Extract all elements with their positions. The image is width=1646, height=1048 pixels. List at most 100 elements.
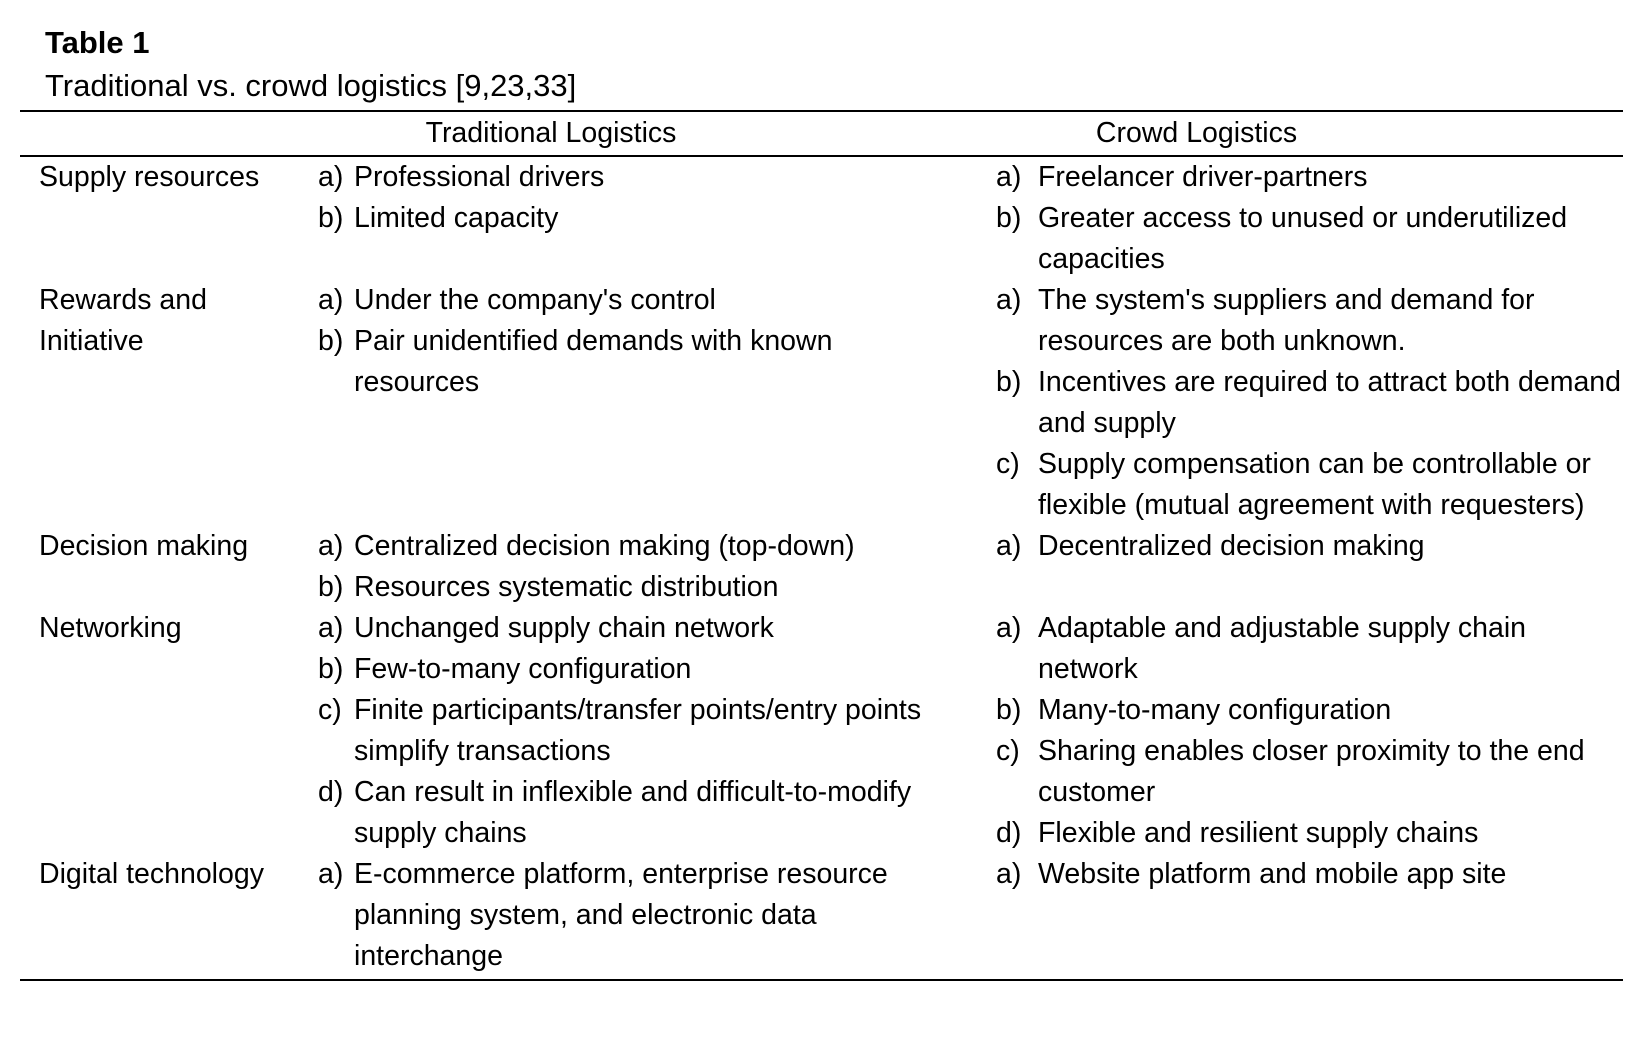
item-text: Centralized decision making (top-down) — [354, 530, 855, 562]
item-text: Adaptable and adjustable supply chain ne… — [1038, 612, 1527, 685]
item-marker: a) — [996, 858, 1022, 890]
row-label: Networking — [39, 612, 182, 644]
list-item: a) Adaptable and adjustable supply chain … — [996, 608, 1623, 690]
item-text: Freelancer driver-partners — [1038, 161, 1368, 193]
crowd-cell: a)Website platform and mobile app site — [965, 854, 1623, 981]
header-cell-label — [20, 110, 302, 157]
item-text: Many-to-many configuration — [1038, 694, 1392, 726]
item-marker: c) — [318, 694, 342, 726]
list-item: a) Professional drivers — [318, 157, 965, 198]
item-marker: a) — [318, 284, 344, 316]
item-marker: b) — [996, 202, 1022, 234]
item-marker: b) — [318, 653, 344, 685]
list-item: c) Sharing enables closer proximity to th… — [996, 731, 1623, 813]
crowd-list: a)Website platform and mobile app site — [996, 854, 1623, 895]
item-text: Few-to-many configuration — [354, 653, 692, 685]
item-marker: a) — [996, 284, 1022, 316]
item-text: Unchanged supply chain network — [354, 612, 774, 644]
item-marker: a) — [318, 612, 344, 644]
item-text: Decentralized decision making — [1038, 530, 1425, 562]
traditional-list: a) Professional drivers b) Limited capacity — [318, 157, 965, 239]
item-marker: a) — [996, 161, 1022, 193]
list-item: b) Incentives are required to attract bot… — [996, 362, 1623, 444]
item-marker: b) — [318, 571, 344, 603]
item-marker: c) — [996, 735, 1020, 767]
item-marker: a) — [318, 161, 344, 193]
list-item: d) Flexible and resilient supply chains — [996, 813, 1623, 854]
crowd-list: a) Adaptable and adjustable supply chain … — [996, 608, 1623, 854]
item-text: Greater access to unused or underutilize… — [1038, 202, 1568, 275]
traditional-list: a) Unchanged supply chain network b) Few-to… — [318, 608, 965, 854]
list-item: b) Pair unidentified demands with known r… — [318, 321, 965, 403]
table-caption: Table 1 Traditional vs. crowd logistics … — [45, 22, 576, 108]
table-body: Supply resources a) Professional drivers b)… — [20, 156, 1623, 981]
item-marker: b) — [318, 325, 344, 357]
table-row: Rewards and Initiative a) Under the compan… — [20, 280, 1623, 526]
row-label: Digital technology — [20, 854, 302, 981]
item-text: Incentives are required to attract both … — [1038, 366, 1622, 439]
list-item: b) Few-to-many configuration — [318, 649, 965, 690]
traditional-cell: a) Unchanged supply chain network b) Few-to… — [302, 608, 965, 854]
crowd-cell: a) Decentralized decision making — [965, 526, 1623, 608]
item-text: Supply compensation can be controllable … — [1038, 448, 1591, 521]
traditional-cell: a) Centralized decision making (top-down)… — [302, 526, 965, 608]
item-marker: b) — [996, 366, 1022, 398]
table-row: Digital technology a) E-commerce platform,… — [20, 854, 1623, 981]
list-item: b) Limited capacity — [318, 198, 965, 239]
list-item: a) The system's suppliers and demand for … — [996, 280, 1623, 362]
crowd-list: a) The system's suppliers and demand for … — [996, 280, 1623, 526]
list-item: a) Freelancer driver-partners — [996, 157, 1623, 198]
item-marker: a) — [996, 530, 1022, 562]
crowd-cell: a) Freelancer driver-partners b) Greater ac… — [965, 156, 1623, 280]
row-label: Supply resources — [39, 161, 260, 193]
list-item: b) Many-to-many configuration — [996, 690, 1623, 731]
item-text: Finite participants/transfer points/entr… — [354, 694, 922, 767]
list-item: a) Under the company's control — [318, 280, 965, 321]
table-row: Decision making a) Centralized decision ma… — [20, 526, 1623, 608]
table-row: Supply resources a) Professional drivers b)… — [20, 156, 1623, 280]
list-item: b) Resources systematic distribution — [318, 567, 965, 608]
row-label: Rewards and Initiative — [39, 284, 207, 357]
traditional-cell: a) Professional drivers b) Limited capacity — [302, 156, 965, 280]
table-row: Networking a) Unchanged supply chain netwo… — [20, 608, 1623, 854]
crowd-cell: a) Adaptable and adjustable supply chain … — [965, 608, 1623, 854]
table-title: Traditional vs. crowd logistics [9,23,33… — [45, 68, 577, 103]
traditional-list: a) Under the company's control b) Pair unid… — [318, 280, 965, 403]
item-marker: b) — [318, 202, 344, 234]
item-marker: d) — [996, 817, 1022, 849]
list-item: a) Unchanged supply chain network — [318, 608, 965, 649]
crowd-list: a) Decentralized decision making — [996, 526, 1623, 567]
row-label: Decision making — [39, 530, 249, 562]
list-item: a) E-commerce platform, enterprise resour… — [318, 854, 965, 977]
traditional-list: a) E-commerce platform, enterprise resour… — [318, 854, 965, 977]
list-item: d)Can result in inflexible and difficult… — [318, 772, 965, 854]
list-item: c) Supply compensation can be controllabl… — [996, 444, 1623, 526]
item-marker: a) — [996, 612, 1022, 644]
item-marker: a) — [318, 530, 344, 562]
list-item: a) Decentralized decision making — [996, 526, 1623, 567]
table-label: Table 1 — [45, 25, 150, 60]
item-text: Can result in inflexible and difficult-t… — [354, 776, 912, 849]
item-text: The system's suppliers and demand for re… — [1038, 284, 1535, 357]
list-item: a)Website platform and mobile app site — [996, 854, 1623, 895]
item-marker: b) — [996, 694, 1022, 726]
item-text: E-commerce platform, enterprise resource… — [354, 858, 888, 972]
header-cell-traditional: Traditional Logistics — [302, 110, 965, 157]
list-item: a) Centralized decision making (top-down) — [318, 526, 965, 567]
item-text: Resources systematic distribution — [354, 571, 779, 603]
item-text: Flexible and resilient supply chains — [1038, 817, 1479, 849]
crowd-cell: a) The system's suppliers and demand for … — [965, 280, 1623, 526]
header-cell-crowd: Crowd Logistics — [965, 110, 1623, 157]
list-item: b) Greater access to unused or underutili… — [996, 198, 1623, 280]
item-text: Under the company's control — [354, 284, 716, 316]
item-text: Professional drivers — [354, 161, 605, 193]
traditional-cell: a) E-commerce platform, enterprise resour… — [302, 854, 965, 981]
traditional-cell: a) Under the company's control b) Pair unid… — [302, 280, 965, 526]
traditional-list: a) Centralized decision making (top-down)… — [318, 526, 965, 608]
item-marker: a) — [318, 858, 344, 890]
item-text: Limited capacity — [354, 202, 559, 234]
item-marker: c) — [996, 448, 1020, 480]
item-text: Pair unidentified demands with known res… — [354, 325, 833, 398]
item-text: Sharing enables closer proximity to the … — [1038, 735, 1585, 808]
